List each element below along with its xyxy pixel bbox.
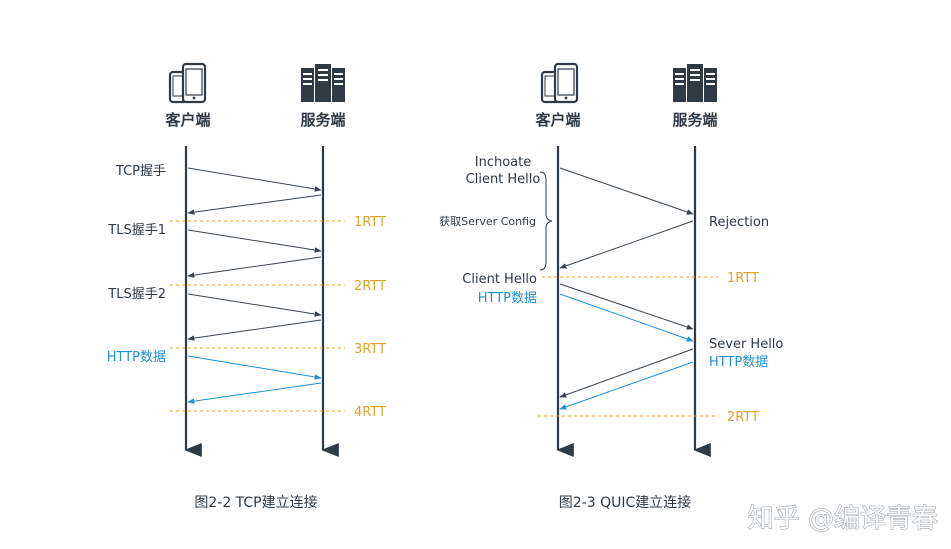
step-label-tls2: TLS握手2: [107, 287, 166, 302]
client-label: 客户端: [164, 111, 210, 129]
inchoate-label: Inchoate: [475, 155, 531, 170]
server-label: 服务端: [672, 111, 717, 129]
rtt-label-4: 4RTT: [354, 405, 386, 420]
inchoate-hello-arrow: [559, 167, 694, 215]
step-label-tcp: TCP握手: [115, 164, 166, 179]
rejection-label: Rejection: [709, 215, 769, 230]
http-response-arrow: [187, 382, 322, 404]
rtt-label-1: 1RTT: [354, 215, 386, 230]
inchoate-client-hello-label: Client Hello: [466, 172, 541, 187]
step-label-http: HTTP数据: [107, 350, 166, 365]
client-hello-arrow: [559, 283, 694, 330]
client-hello-label: Client Hello: [462, 272, 537, 287]
sever-hello-label: Sever Hello: [709, 337, 783, 352]
rejection-arrow: [559, 220, 694, 269]
brace-label: 获取Server Config: [439, 215, 536, 228]
mobile-devices-icon: [540, 62, 579, 104]
rtt-label-1: 1RTT: [727, 271, 759, 286]
rtt-label-2: 2RTT: [727, 410, 759, 425]
http-client-label: HTTP数据: [478, 291, 537, 306]
rtt-label-3: 3RTT: [354, 342, 386, 357]
tls2-request-arrow: [187, 293, 322, 317]
mobile-devices-icon: [168, 62, 207, 104]
client-label: 客户端: [534, 111, 580, 129]
server-config-brace: [539, 171, 553, 271]
server-rack-icon: [673, 64, 717, 102]
server-label: 服务端: [300, 111, 345, 129]
tcp-ack-arrow: [187, 194, 322, 215]
http-request-arrow: [187, 355, 322, 380]
rtt-label-2: 2RTT: [354, 279, 386, 294]
tls1-response-arrow: [187, 256, 322, 278]
tcp-diagram: 客户端 服务端 1RTT 2RTT 3RTT 4RTT TCP握手 TLS握手1…: [107, 62, 386, 511]
tls1-request-arrow: [187, 229, 322, 253]
server-rack-icon: [301, 64, 345, 102]
tcp-caption: 图2-2 TCP建立连接: [194, 494, 317, 511]
watermark-text: 知乎 @编译青春: [748, 504, 938, 534]
step-label-tls1: TLS握手1: [107, 223, 166, 238]
quic-caption: 图2-3 QUIC建立连接: [559, 494, 692, 511]
sever-hello-arrow: [559, 348, 694, 398]
tls2-response-arrow: [187, 319, 322, 341]
client-http-arrow: [559, 293, 694, 342]
tcp-syn-arrow: [187, 167, 322, 192]
http-server-label: HTTP数据: [709, 355, 768, 370]
server-http-arrow: [559, 361, 694, 410]
quic-diagram: 客户端 服务端 获取Server Config Inchoate Client …: [439, 62, 783, 511]
